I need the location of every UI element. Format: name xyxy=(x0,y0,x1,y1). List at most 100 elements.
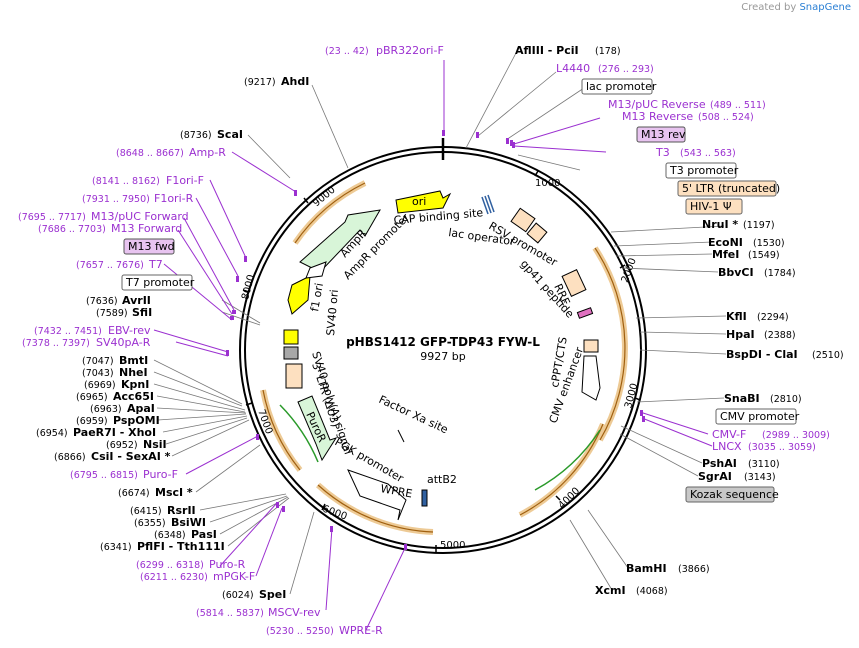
site-bamhI: BamHI xyxy=(626,562,667,575)
site-nruI-pos: (1197) xyxy=(743,220,775,231)
rsv-box-2 xyxy=(526,222,548,244)
primer-puro-f: Puro-F xyxy=(143,468,178,481)
tick-1000: 1000 xyxy=(535,178,560,189)
primer-puro-r-pos: (6299 .. 6318) xyxy=(136,560,204,571)
primer-m13puc-fwd: M13/pUC Forward xyxy=(91,210,189,223)
site-bspdi-pos: (2510) xyxy=(812,350,844,361)
primer-puro-r: Puro-R xyxy=(209,558,246,571)
site-kflI-pos: (2294) xyxy=(757,312,789,323)
kozak-label: Kozak sequence xyxy=(690,488,779,501)
primer-f1ori-r-pos: (7931 .. 7950) xyxy=(82,194,150,205)
site-rsrII-pos: (6415) xyxy=(130,506,162,517)
ampr-promoter-arrow xyxy=(305,261,327,279)
wpre-label: WPRE xyxy=(379,482,413,500)
m13-rev-label: M13 rev xyxy=(641,128,686,141)
factor-xa-label: Factor Xa site xyxy=(377,393,451,436)
site-mfeI: MfeI xyxy=(712,248,739,261)
site-kpnI: KpnI xyxy=(121,378,149,391)
plasmid-name: pHBS1412 GFP-TDP43 FYW-L xyxy=(346,335,540,349)
m13-rev-box xyxy=(636,126,686,143)
site-aflIII-pos: (178) xyxy=(595,46,621,57)
site-mfeI-pos: (1549) xyxy=(748,250,780,261)
lac-promoter-label: lac promoter xyxy=(586,80,657,93)
site-ahdI-pos: (9217) xyxy=(244,77,276,88)
m13-fwd-box xyxy=(123,238,175,255)
site-bbvci: BbvCI xyxy=(718,266,754,279)
snapgene-logo-text: SnapGene xyxy=(799,2,851,13)
primer-t7-pos: (7657 .. 7676) xyxy=(76,260,144,271)
gp41-box xyxy=(576,307,594,319)
pgk-promoter-arrow xyxy=(347,469,407,521)
primer-sv40pa-r-pos: (7378 .. 7397) xyxy=(22,338,90,349)
primer-t3: T3 xyxy=(655,146,670,159)
site-pshaI: PshAI xyxy=(702,457,737,470)
primer-f1ori-r: F1ori-R xyxy=(154,192,194,205)
site-econi: EcoNI xyxy=(708,236,743,249)
primer-amp-r: Amp-R xyxy=(189,146,226,159)
site-hpaI-pos: (2388) xyxy=(764,330,796,341)
ltr5-box xyxy=(677,180,777,197)
plasmid-length: 9927 bp xyxy=(420,350,465,363)
sv40-ori-box xyxy=(283,329,299,345)
ampr-arrow xyxy=(299,209,381,273)
puror-arrow xyxy=(297,395,338,462)
t7-promoter-box xyxy=(121,274,193,291)
kozak-box xyxy=(685,486,775,503)
primer-m13puc-rev-pos: (489 .. 511) xyxy=(710,100,766,111)
site-sgraI-pos: (3143) xyxy=(744,472,776,483)
site-pflfI-pos: (6341) xyxy=(100,542,132,553)
site-pflfI-tth111I: PflFI - Tth111I xyxy=(137,540,225,553)
site-scaI: ScaI xyxy=(217,128,243,141)
site-paer7I-pos: (6954) xyxy=(36,428,68,439)
primer-m13-forward-pos: (7686 .. 7703) xyxy=(38,224,106,235)
site-bspdi-claI: BspDI - ClaI xyxy=(726,348,798,361)
site-nsiI-pos: (6952) xyxy=(106,440,138,451)
primer-lncx: LNCX xyxy=(712,440,742,453)
site-avrII-pos: (7636) xyxy=(86,296,118,307)
primer-pbr322: pBR322ori-F xyxy=(376,44,444,57)
ori-arrow xyxy=(395,190,452,214)
ltr3-box xyxy=(285,363,303,389)
primer-mpgk-f-pos: (6211 .. 6230) xyxy=(140,572,208,583)
site-econi-pos: (1530) xyxy=(753,238,785,249)
site-scaI-pos: (8736) xyxy=(180,130,212,141)
site-csiI-sexaI: CsiI - SexAI * xyxy=(91,450,171,463)
tick-5000: 5000 xyxy=(440,540,465,551)
attb2-label: attB2 xyxy=(427,473,457,486)
primer-l4440-pos: (276 .. 293) xyxy=(598,64,654,75)
site-pshaI-pos: (3110) xyxy=(748,459,780,470)
site-csiI-pos: (6866) xyxy=(54,452,86,463)
hiv1-label: HIV-1 Ψ xyxy=(690,200,732,213)
site-bamhI-pos: (3866) xyxy=(678,564,710,575)
lac-site-bars xyxy=(481,194,495,215)
primer-f1ori-f-pos: (8141 .. 8162) xyxy=(92,176,160,187)
site-speI: SpeI xyxy=(259,588,286,601)
site-snabI-pos: (2810) xyxy=(770,394,802,405)
t3-promoter-label: T3 promoter xyxy=(669,164,739,177)
primer-mpgk-f: mPGK-F xyxy=(213,570,255,583)
primer-t3-pos: (543 .. 563) xyxy=(680,148,736,159)
site-apaI: ApaI xyxy=(127,402,155,415)
f1-ori-label: f1 ori xyxy=(308,282,326,313)
site-nheI-pos: (7043) xyxy=(82,368,114,379)
snapgene-brand: Created by SnapGene xyxy=(741,2,851,13)
site-pasI: PasI xyxy=(191,528,217,541)
site-bsiwI: BsiWI xyxy=(171,516,206,529)
site-speI-pos: (6024) xyxy=(222,590,254,601)
site-sgraI: SgrAI xyxy=(698,470,732,483)
primer-ebv-rev: EBV-rev xyxy=(108,324,151,337)
site-sfiI-pos: (7589) xyxy=(96,308,128,319)
site-acc65I-pos: (6965) xyxy=(76,392,108,403)
primer-sv40pa-r: SV40pA-R xyxy=(96,336,151,349)
primer-markers xyxy=(226,130,645,550)
site-bmtI: BmtI xyxy=(119,354,148,367)
f1-ori-arrow xyxy=(287,275,311,315)
tick-marks xyxy=(242,170,641,552)
site-xcmI: XcmI xyxy=(595,584,626,597)
hiv1-box xyxy=(685,198,743,215)
site-apaI-pos: (6963) xyxy=(90,404,122,415)
site-xcmI-pos: (4068) xyxy=(636,586,668,597)
primer-m13-forward: M13 Forward xyxy=(111,222,182,235)
right-sites: NruI * (1197) EcoNI (1530) MfeI (1549) B… xyxy=(595,218,844,597)
